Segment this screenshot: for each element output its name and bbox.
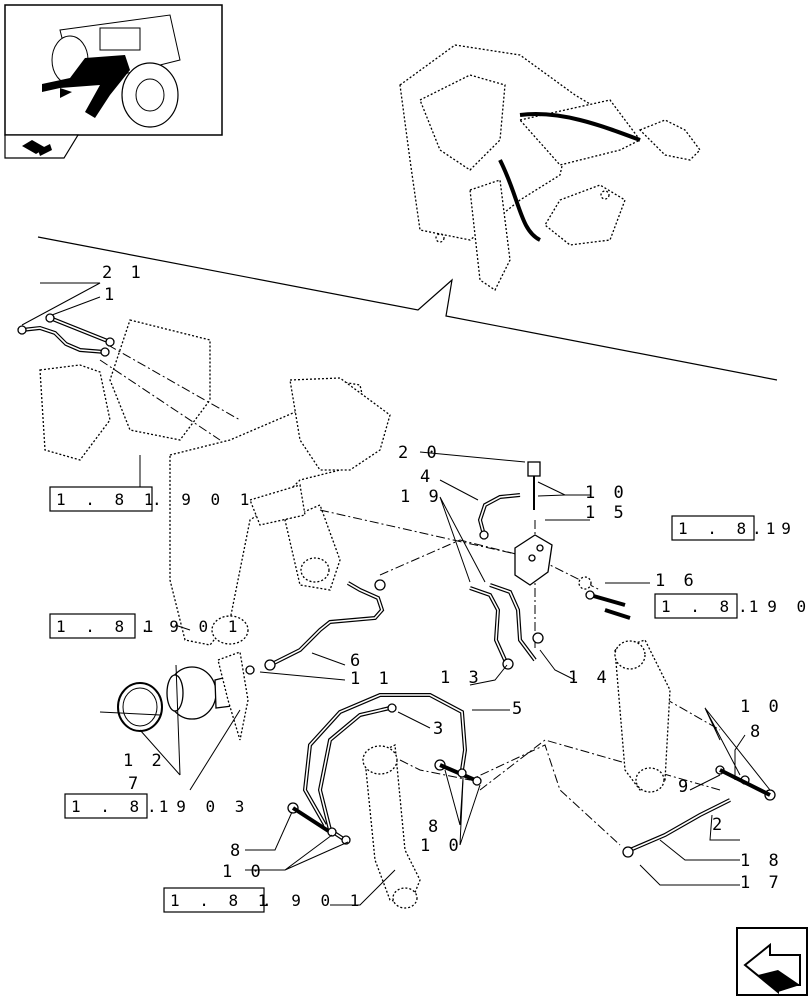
bracket-11[interactable] [217,651,255,741]
bolt-16[interactable] [578,576,631,620]
lift-cylinder-lower[interactable] [362,743,421,909]
callout-11: 1 1 [350,669,393,689]
callout-7: 7 [128,774,142,794]
front-hitch-frame [39,319,391,646]
view-separator-line [37,236,778,381]
callout-9: 9 [678,777,692,797]
reference-1-81-9-c[interactable]: 1 . 8 1 . 9 [671,515,796,541]
callout-labels: 2 1 1 2 0 4 1 0 1 9 1 5 1 6 6 1 1 1 3 1 … [102,263,783,893]
svg-text:. 9 0 3: . 9 0 3 [147,797,249,816]
callout-3: 3 [433,719,447,739]
pipe-21[interactable] [17,325,110,357]
svg-text:1 . 8 1: 1 . 8 1 [678,519,780,538]
tractor-thumbnail-icon[interactable] [4,4,223,136]
pipe-1[interactable] [45,313,115,347]
callout-2: 2 [712,815,726,835]
callout-leader-lines [21,282,771,906]
svg-text:1 . 8 1: 1 . 8 1 [661,597,763,616]
reference-1-81-901-f[interactable]: 1 . 8 1 . 9 0 1 [163,887,364,913]
valve-block-15[interactable] [514,461,553,586]
reference-1-81-901-b[interactable]: 1 . 8 1 . 9 0 1 [49,613,242,639]
svg-text:1 . 8 1: 1 . 8 1 [56,617,158,636]
svg-text:. 9: . 9 [752,519,796,538]
callout-13: 1 3 [440,668,483,688]
callout-10-right: 1 0 [740,697,783,717]
callout-4: 4 [420,467,434,487]
callout-12: 1 2 [123,751,166,771]
clamp-12[interactable] [99,682,163,732]
pipe-6[interactable] [264,579,386,671]
svg-text:1 . 8 1: 1 . 8 1 [170,891,272,910]
callout-18: 1 8 [740,851,783,871]
pipe-13[interactable] [469,586,514,670]
next-page-arrow-icon[interactable] [736,927,808,996]
svg-text:1 . 8 1: 1 . 8 1 [56,490,158,509]
callout-10-left: 1 0 [222,862,265,882]
svg-text:. 9 0 1: . 9 0 1 [262,891,364,910]
callout-10-mid: 1 0 [420,836,463,856]
callout-8-left: 8 [230,841,244,861]
callout-5: 5 [512,699,526,719]
callout-21: 2 1 [102,263,145,283]
callout-10-top: 1 0 [585,483,628,503]
hose-4[interactable] [477,493,521,540]
pipe-14[interactable] [489,583,544,662]
callout-15: 1 5 [585,503,628,523]
svg-text:1 . 8 1: 1 . 8 1 [71,797,173,816]
lift-cylinder-right[interactable] [614,639,671,793]
callout-17: 1 7 [740,873,783,893]
hose-5[interactable] [302,693,468,826]
reference-1-81-901-a[interactable]: 1 . 8 1 . 9 0 1 [49,486,254,512]
svg-text:. 9 0 1: . 9 0 1 [152,490,254,509]
overview-hitch-assembly [399,44,701,291]
svg-text:. 9 0: . 9 0 [738,597,811,616]
callout-19: 1 9 [400,487,443,507]
book-icon[interactable] [4,134,80,159]
reference-1-81-90-d[interactable]: 1 . 8 1 . 9 0 [654,593,811,619]
callout-1-top: 1 [104,285,118,305]
fittings-lower-left[interactable] [287,759,482,845]
callout-20: 2 0 [398,443,441,463]
svg-text:. 9 0 1: . 9 0 1 [140,617,242,636]
callout-14: 1 4 [568,668,611,688]
callout-16: 1 6 [655,571,698,591]
callout-8-right: 8 [750,722,764,742]
callout-6: 6 [350,651,364,671]
callout-8-mid: 8 [428,817,442,837]
hose-2[interactable] [622,765,776,858]
reference-1-81-903-e[interactable]: 1 . 8 1 . 9 0 3 [64,793,249,819]
